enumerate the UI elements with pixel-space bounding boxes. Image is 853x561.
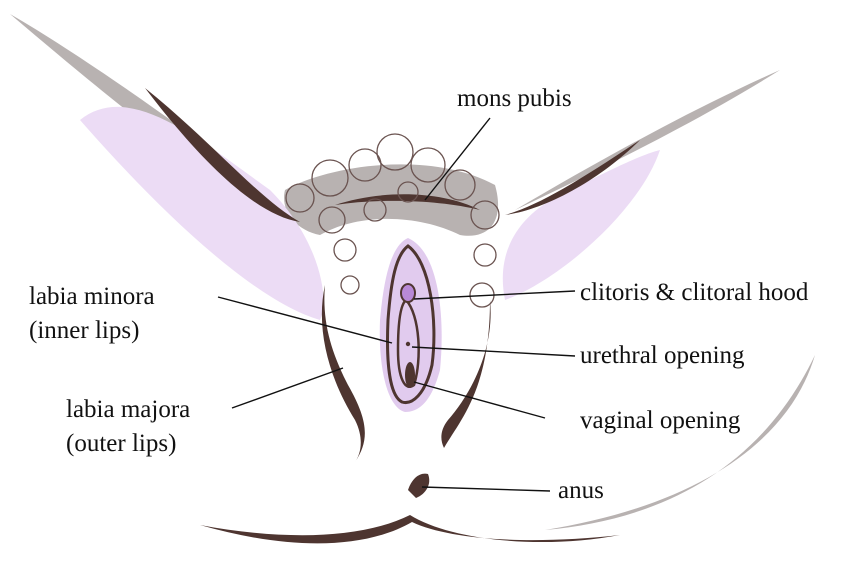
label-urethral-opening: urethral opening: [580, 339, 745, 373]
label-anus: anus: [558, 474, 604, 508]
anus-shape: [408, 474, 429, 498]
vaginal-opening: [405, 362, 415, 388]
hair-curl: [474, 244, 496, 266]
label-labia-minora-line2: (inner lips): [29, 314, 155, 348]
label-labia-majora-line1: labia majora: [66, 393, 190, 427]
label-clitoris: clitoris & clitoral hood: [580, 276, 808, 310]
label-labia-majora-line2: (outer lips): [66, 427, 190, 461]
label-labia-minora-line1: labia minora: [29, 280, 155, 314]
label-vaginal-opening: vaginal opening: [580, 404, 740, 438]
buttock-crease: [200, 515, 620, 543]
label-labia-majora: labia majora (outer lips): [66, 393, 190, 461]
clitoris: [401, 284, 415, 302]
hair-curl: [341, 276, 359, 294]
leader-anus: [422, 487, 550, 491]
label-mons-pubis: mons pubis: [457, 82, 572, 116]
leader-vaginal-opening: [414, 382, 545, 418]
label-labia-minora: labia minora (inner lips): [29, 280, 155, 348]
leader-labia-majora: [232, 368, 343, 408]
right-labia-majora-edge: [441, 300, 490, 448]
vulva-inner: [380, 238, 442, 412]
urethral-dot: [406, 342, 410, 346]
hair-curl: [334, 239, 356, 261]
